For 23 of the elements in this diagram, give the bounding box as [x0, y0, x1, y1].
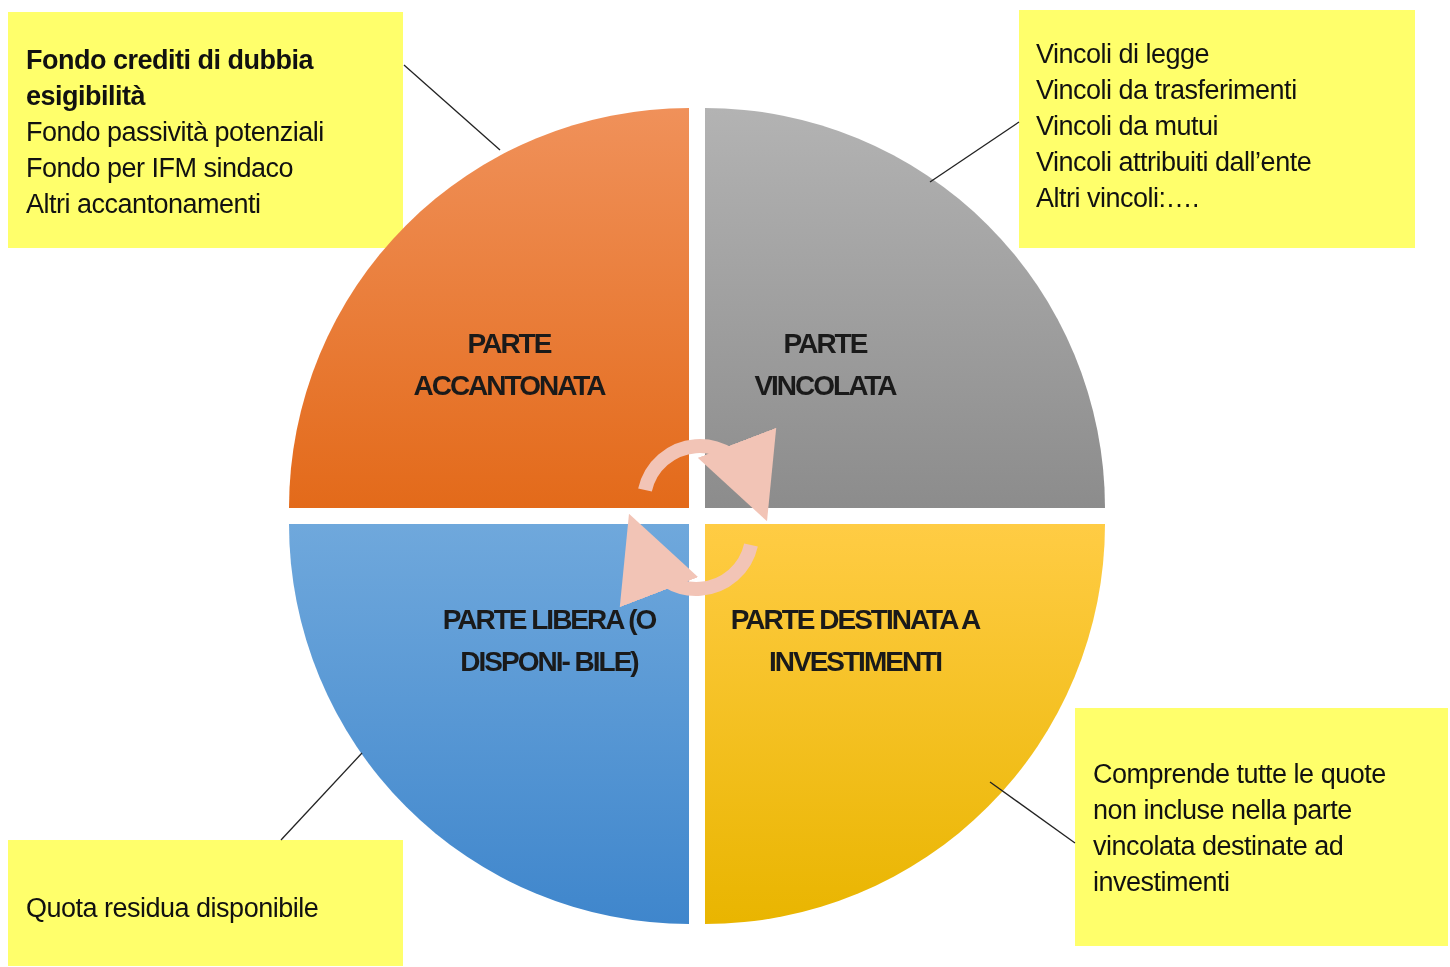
callout-text: Quota residua disponibile [26, 892, 320, 925]
segment-label: PARTE VINCOLATA [753, 327, 898, 403]
callout-text: Fondo passività potenziali [26, 116, 325, 149]
segment-label: PARTE DESTINATA A INVESTIMENTI [729, 603, 981, 679]
callout-text: Vincoli di legge [1036, 38, 1211, 71]
callout-text: Vincoli attribuiti dall’ente [1036, 146, 1313, 179]
segment-label: PARTE ACCANTONATA [412, 327, 607, 403]
segment-label: PARTE LIBERA (O DISPONI- BILE) [441, 603, 657, 679]
leader-line [929, 121, 1020, 183]
callout-box [1075, 708, 1448, 946]
callout-box [8, 12, 403, 248]
callout-box [8, 840, 403, 966]
leader-line [989, 781, 1076, 844]
callout-box [1019, 10, 1415, 248]
callout-text: Vincoli da mutui [1036, 110, 1220, 143]
leader-line [403, 64, 501, 151]
callout-text: Vincoli da trasferimenti [1036, 74, 1298, 107]
leader-line [280, 752, 363, 841]
callout-text: Altri accantonamenti [26, 188, 262, 221]
callout-heading: Fondo crediti di dubbia esigibilità [26, 44, 315, 113]
callout-text: Comprende tutte le quote non incluse nella parte vincolata destinate ad investimenti [1093, 758, 1387, 899]
callout-text: Altri vincoli:…. [1036, 182, 1201, 215]
callout-text: Fondo per IFM sindaco [26, 152, 295, 185]
